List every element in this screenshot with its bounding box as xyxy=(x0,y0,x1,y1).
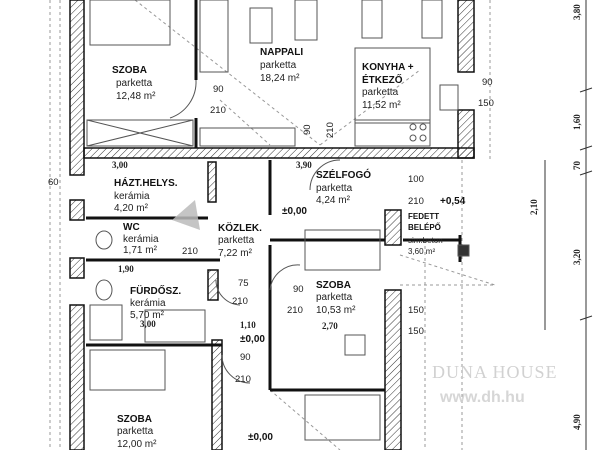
dimension-label: 90 xyxy=(213,84,224,95)
dimension-label: 4,90 xyxy=(572,414,582,430)
dimension-label: 210 xyxy=(287,305,303,316)
dimension-label: 210 xyxy=(325,122,336,138)
dimension-label: 1,90 xyxy=(118,264,134,274)
room-name: SZÉLFOGÓ xyxy=(316,168,371,181)
dimension-label: 3,20 xyxy=(572,249,582,265)
dimension-label: 1,10 xyxy=(240,320,256,330)
room-floor: parketta xyxy=(362,87,399,98)
room-area: 10,53 m² xyxy=(316,305,356,316)
room-name: WC xyxy=(123,222,140,233)
room-floor: sim.beton xyxy=(408,236,443,245)
room-name: SZOBA xyxy=(112,65,147,76)
dimension-label: 90 xyxy=(240,352,251,363)
dimension-label: 1,60 xyxy=(572,114,582,130)
room-name: SZOBA xyxy=(316,280,351,291)
dimension-label: 210 xyxy=(232,296,248,307)
watermark: DUNA HOUSE www.dh.hu xyxy=(172,200,558,406)
dimension-label: +0,54 xyxy=(440,196,466,207)
room-name: KONYHA + xyxy=(362,62,414,73)
room-nappali: NAPPALI parketta 18,24 m² xyxy=(260,47,303,84)
dimension-label: 3,80 xyxy=(572,4,582,20)
doors xyxy=(169,79,341,384)
room-area: 5,70 m² xyxy=(130,310,165,321)
room-floor: parketta xyxy=(116,78,153,89)
room-area: 4,20 m² xyxy=(114,203,149,214)
room-name: BELÉPŐ xyxy=(408,223,441,232)
room-name: FEDETT xyxy=(408,212,439,221)
dimension-label: 210 xyxy=(182,246,198,257)
room-floor: kerámia xyxy=(114,191,150,202)
room-name: FÜRDŐSZ. xyxy=(130,284,181,297)
room-haztartasi: HÁZT.HELYS. kerámia 4,20 m² xyxy=(114,176,178,214)
room-fedett-belepo: FEDETT BELÉPŐ sim.beton 3,60 m² xyxy=(408,212,443,256)
dimension-label: 150 xyxy=(408,326,424,337)
furniture xyxy=(86,0,470,441)
side-dimensions: 3,80 1,60 70 2,10 3,20 4,90 xyxy=(529,0,593,450)
dimension-label: ±0,00 xyxy=(248,432,273,443)
room-name: ÉTKEZŐ xyxy=(362,73,403,86)
dimension-label: ±0,00 xyxy=(240,334,265,345)
room-area: 12,00 m² xyxy=(117,439,157,450)
room-name: NAPPALI xyxy=(260,47,303,58)
dimension-label: 70 xyxy=(572,161,582,171)
thin-walls xyxy=(86,0,462,392)
room-kozlekedo: KÖZLEK. parketta 7,22 m² xyxy=(218,221,262,259)
room-area: 18,24 m² xyxy=(260,73,300,84)
guide-lines xyxy=(49,0,496,450)
room-floor: kerámia xyxy=(123,234,159,245)
room-floor: parketta xyxy=(316,292,353,303)
room-area: 1,71 m² xyxy=(123,245,158,256)
dimension-label: 210 xyxy=(235,374,251,385)
dimension-label: 60 xyxy=(48,177,59,188)
dimension-label: 90 xyxy=(482,77,493,88)
dimension-label: 3,90 xyxy=(296,160,312,170)
room-wc: WC kerámia 1,71 m² xyxy=(123,222,159,256)
room-floor: parketta xyxy=(260,60,297,71)
dimension-label: 90 xyxy=(302,124,313,135)
room-area: 7,22 m² xyxy=(218,248,253,259)
room-area: 3,60 m² xyxy=(408,247,435,256)
room-name: HÁZT.HELYS. xyxy=(114,176,178,189)
room-szoba-3: SZOBA parketta 12,00 m² xyxy=(117,414,157,450)
room-szoba-2: SZOBA parketta 10,53 m² xyxy=(316,280,356,316)
room-floor: parketta xyxy=(117,426,154,437)
room-szelfogo: SZÉLFOGÓ parketta 4,24 m² xyxy=(316,168,371,206)
dimension-label: 210 xyxy=(408,196,424,207)
room-floor: kerámia xyxy=(130,298,166,309)
room-area: 11,52 m² xyxy=(362,100,401,111)
dimension-label: 2,70 xyxy=(322,321,338,331)
dimension-labels: 90 210 90 210 90 150 3,00 3,90 100 210 +… xyxy=(48,77,494,443)
dimension-label: ±0,00 xyxy=(282,206,307,217)
watermark-logo-icon xyxy=(172,200,200,230)
dimension-label: 90 xyxy=(293,284,304,295)
watermark-brand: DUNA HOUSE xyxy=(432,362,558,382)
room-konyha: KONYHA + ÉTKEZŐ parketta 11,52 m² xyxy=(362,62,414,111)
room-szoba-1: SZOBA parketta 12,48 m² xyxy=(112,65,156,102)
watermark-url: www.dh.hu xyxy=(439,389,525,406)
dimension-label: 75 xyxy=(238,278,249,289)
dimension-label: 100 xyxy=(408,174,424,185)
room-area: 4,24 m² xyxy=(316,195,351,206)
room-floor: parketta xyxy=(316,183,353,194)
room-furdo: FÜRDŐSZ. kerámia 5,70 m² xyxy=(130,284,181,321)
walls xyxy=(69,0,475,450)
room-floor: parketta xyxy=(218,235,255,246)
room-name: KÖZLEK. xyxy=(218,221,262,234)
dimension-label: 150 xyxy=(408,305,424,316)
dimension-label: 3,00 xyxy=(140,319,156,329)
dimension-label: 3,00 xyxy=(112,160,128,170)
dimension-label: 150 xyxy=(478,98,494,109)
dimension-label: 210 xyxy=(210,105,226,116)
room-name: SZOBA xyxy=(117,414,152,425)
dimension-label: 2,10 xyxy=(529,199,539,215)
room-area: 12,48 m² xyxy=(116,91,156,102)
